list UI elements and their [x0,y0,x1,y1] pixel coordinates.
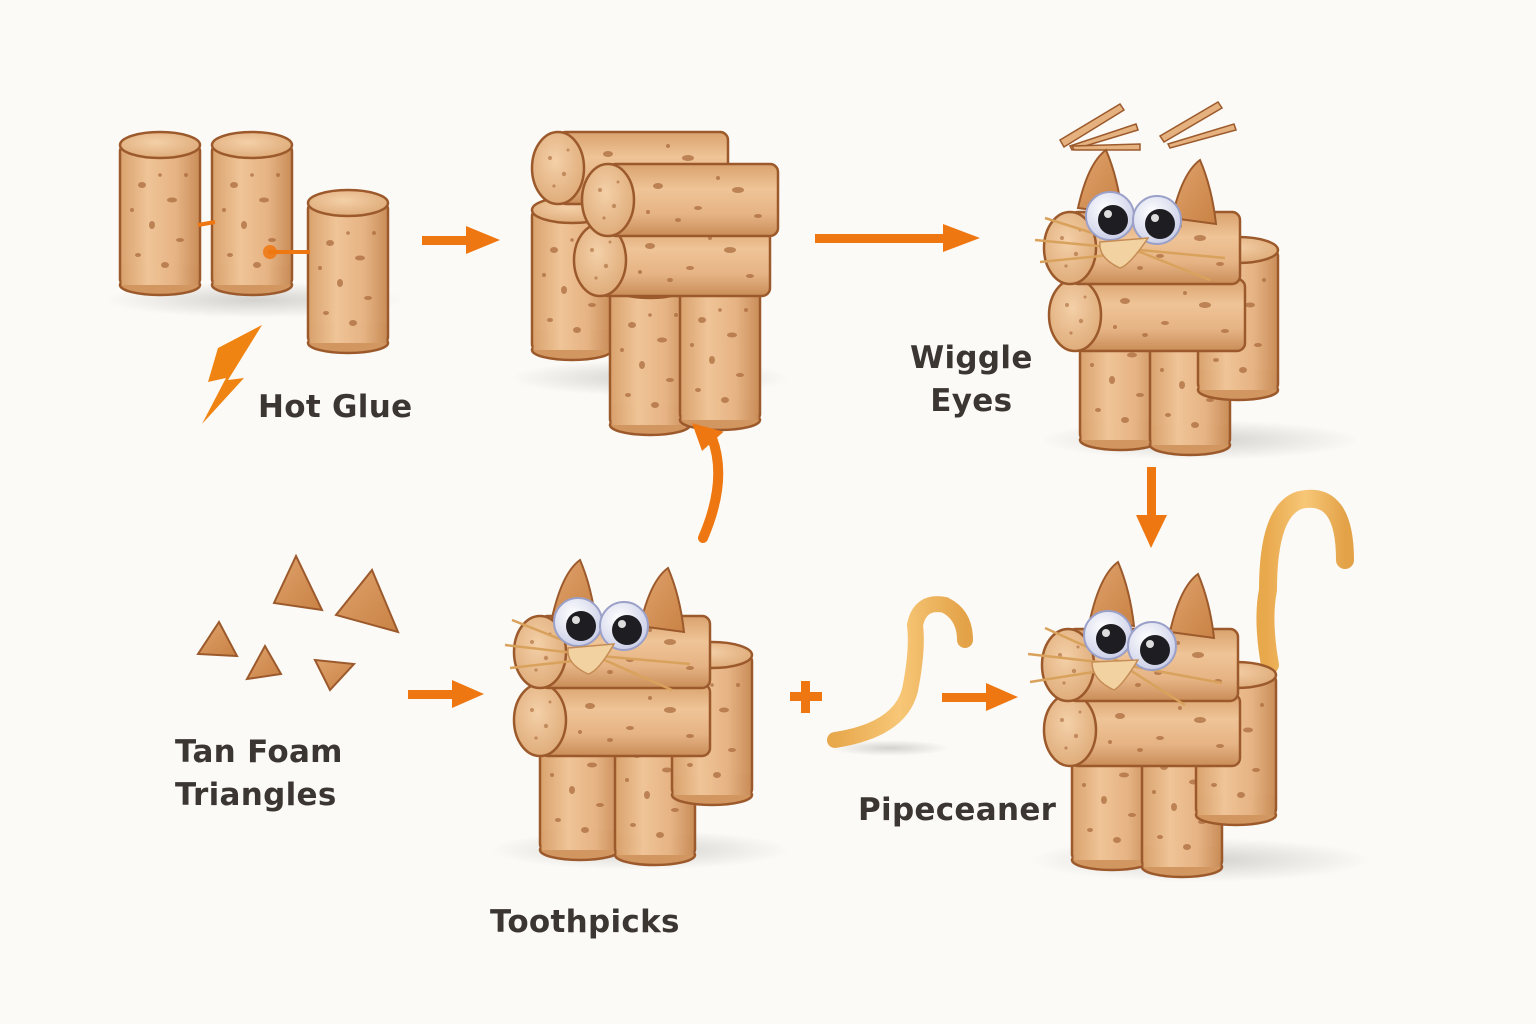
foam-triangles [196,553,400,692]
foam-nose [567,643,616,675]
arrow-right-icon [408,680,484,708]
toothpicks-illustration [1058,100,1237,151]
glue-blob [263,245,277,259]
label-toothpicks: Toothpicks [490,904,680,940]
pipecleaner-illustration [827,596,973,756]
wiggle-eye [553,597,603,647]
label-hot-glue: Hot Glue [258,389,413,425]
wiggle-eye [1085,191,1135,241]
foam-triangle [334,568,400,634]
cork-body [580,162,780,238]
wiggle-eye [1132,195,1182,245]
label-wiggle-eyes-line1: Wiggle [910,340,1033,376]
arrow-down-icon [1136,467,1167,548]
cork-body [1042,692,1242,768]
pipecleaner-tail [1256,489,1354,674]
foam-triangle [245,643,283,681]
wiggle-eye [1083,610,1133,660]
step-cat-no-tail [490,559,790,870]
foam-triangle [272,553,324,612]
step-corks [105,130,405,355]
label-pipecleaner: Pipeceaner [858,792,1057,828]
foam-ear [1169,573,1215,639]
step-face [1034,149,1360,460]
cork [210,130,294,297]
lightning-bolt-icon [202,325,262,424]
cork-body [512,682,712,758]
label-tan-foam-line2: Triangles [175,776,337,813]
arrow-curved-up-icon [692,423,724,543]
label-wiggle-eyes-line2: Eyes [930,382,1013,419]
label-tan-foam-triangles: Tan Foam Triangles [175,730,343,818]
foam-triangle [313,658,357,692]
label-wiggle-eyes: Wiggle Eyes [910,336,1033,424]
arrow-right-icon [815,224,980,252]
cork-body [1047,277,1247,353]
plus-icon [790,681,822,713]
cork [118,130,202,297]
cork [306,188,390,355]
step-body [510,130,790,437]
arrow-right-icon [942,683,1018,711]
glue-line [197,220,216,227]
arrow-right-icon [422,226,500,254]
foam-nose [1099,237,1150,269]
foam-triangle [196,620,239,658]
label-tan-foam-line1: Tan Foam [175,734,343,770]
wiggle-eye [599,601,649,651]
step-finished [1027,489,1370,882]
foam-nose [1091,659,1140,691]
